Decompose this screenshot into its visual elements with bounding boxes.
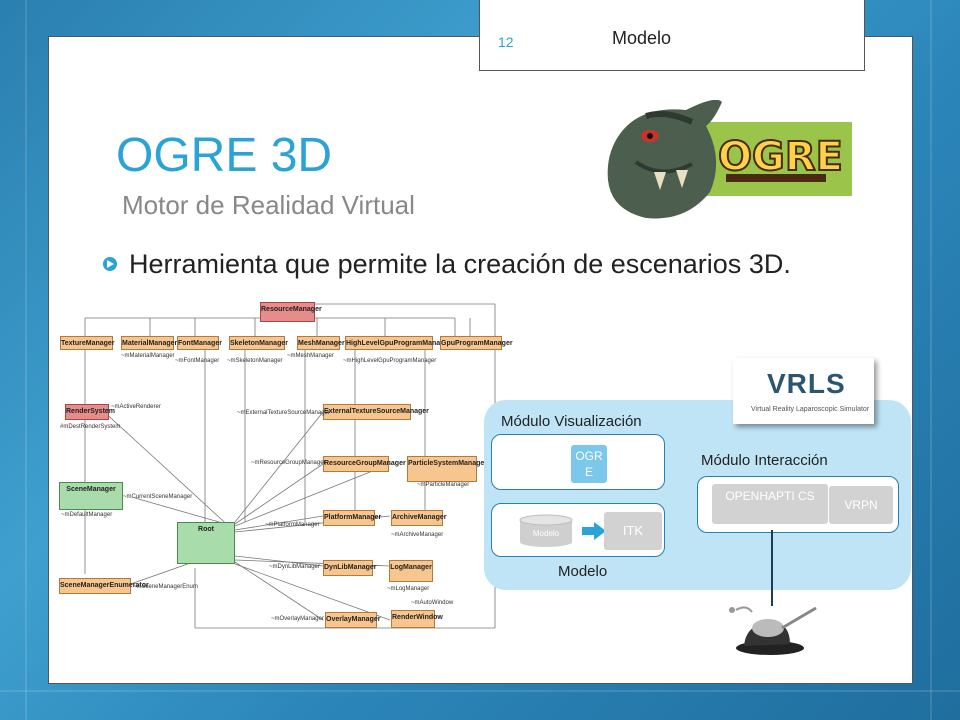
uml-role-label: ~mLogManager [387, 586, 430, 592]
section-label: Modelo [612, 28, 672, 48]
ogre-logo: OGRE [607, 100, 852, 219]
uml-class-archivemanager: ArchiveManager [391, 510, 446, 526]
uml-class-scenemanagerenumerator: SceneManagerEnumerator [59, 578, 149, 594]
uml-role-label: ~mDynLibManager [269, 564, 320, 570]
vrls-logo-text: VRLS [767, 368, 846, 399]
uml-role-label: ~mParticleManager [417, 482, 470, 488]
database-icon [519, 514, 573, 547]
ogre-uml-diagram: ResourceManager TextureManager MaterialM… [55, 298, 513, 633]
uml-role-label: ~mOverlayManager [271, 616, 324, 622]
uml-class-highlevelgpuprogrammanager: HighLevelGpuProgramManager [345, 336, 451, 350]
uml-class-platformmanager: PlatformManager [323, 510, 381, 526]
uml-role-label: #mDestRenderSystem [60, 424, 121, 430]
haptic-device-icon [729, 606, 817, 655]
uml-class-resourcemanager: ResourceManager [260, 302, 322, 322]
uml-class-resourcegroupmanager: ResourceGroupManager [323, 456, 406, 472]
uml-role-label: ~mArchiveManager [391, 532, 444, 538]
uml-role-label: ~mSkeletonManager [227, 358, 283, 364]
openhaptics-chip: OPENHAPTI CS [712, 484, 828, 524]
svg-text:OGRE: OGRE [718, 134, 843, 180]
slide-title: OGRE 3D [116, 129, 333, 182]
background-stripe [930, 0, 932, 720]
uml-role-label: ~mSceneManagerEnum [133, 584, 198, 590]
itk-chip: ITK [604, 512, 662, 550]
uml-role-label: ~mPlatformManager [265, 522, 320, 528]
visualization-module-label: Módulo Visualización [501, 413, 642, 430]
uml-class-gpuprogrammanager: GpuProgramManager [440, 336, 513, 350]
uml-role-label: ~mHighLevelGpuProgramManager [343, 358, 437, 364]
uml-role-label: ~mResourceGroupManager [251, 460, 326, 466]
uml-class-logmanager: LogManager [389, 560, 433, 582]
uml-class-externaltexturesourcemanager: ExternalTextureSourceManager [323, 404, 429, 420]
interaction-module-label: Módulo Interacción [701, 452, 828, 469]
uml-class-meshmanager: MeshManager [297, 336, 345, 350]
uml-class-renderwindow: RenderWindow [391, 610, 443, 628]
connection-arrow [771, 530, 773, 606]
uml-role-label: ~mActiveRenderer [111, 404, 161, 410]
uml-role-label: ~mExternalTextureSourceManager [237, 410, 330, 416]
uml-class-root: Root [177, 522, 235, 564]
slide-subtitle: Motor de Realidad Virtual [122, 190, 415, 220]
model-label: Modelo [558, 563, 608, 580]
uml-class-overlaymanager: OverlayManager [325, 612, 380, 628]
uml-class-skeletonmanager: SkeletonManager [229, 336, 288, 350]
uml-class-materialmanager: MaterialManager [121, 336, 177, 350]
background-stripe [25, 0, 27, 720]
vrls-logo: VRLS Virtual Reality Laparoscopic Simula… [733, 358, 874, 424]
slide-number: 12 [498, 34, 514, 50]
uml-role-label: ~mMaterialManager [121, 353, 175, 359]
uml-connectors [84, 303, 496, 629]
vrls-logo-caption: Virtual Reality Laparoscopic Simulator [751, 406, 870, 413]
model-cylinder-label: Modelo [532, 529, 560, 538]
uml-class-texturemanager: TextureManager [60, 336, 115, 350]
section-tab [479, 0, 865, 71]
uml-class-scenemanager: SceneManager [59, 482, 123, 510]
bullet-arrow-icon [103, 257, 117, 271]
uml-role-label: ~mCurrentSceneManager [123, 494, 193, 500]
bullet-text: Herramienta que permite la creación de e… [129, 249, 791, 279]
uml-class-fontmanager: FontManager [177, 336, 222, 350]
uml-class-dynlibmanager: DynLibManager [323, 560, 377, 576]
ogre-chip: OGR E [571, 445, 607, 483]
uml-role-label: ~mFontManager [175, 358, 220, 364]
arrow-right-icon [582, 522, 606, 540]
uml-class-rendersystem: RenderSystem [65, 404, 115, 420]
uml-role-label: ~mMeshManager [287, 353, 334, 359]
background-stripe [0, 690, 960, 692]
uml-role-label: ~mAutoWindow [411, 600, 454, 606]
vrpn-chip: VRPN [829, 486, 893, 524]
uml-role-label: ~mDefaultManager [61, 512, 113, 518]
uml-class-particlesystemmanager: ParticleSystemManager [407, 456, 487, 482]
